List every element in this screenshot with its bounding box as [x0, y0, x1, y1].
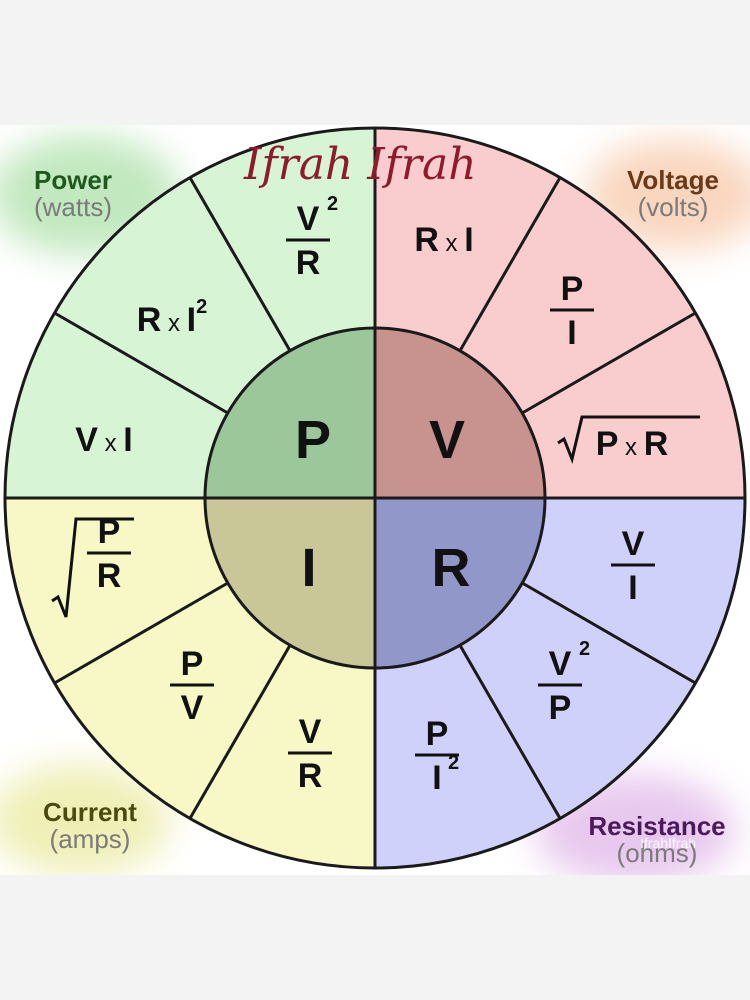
- formula-resistance-p-over-i2-denominator: I: [432, 759, 441, 797]
- formula-current-sqrt-p-over-r-denominator: R: [97, 557, 122, 595]
- formula-voltage-p-over-i-denominator: I: [567, 314, 576, 352]
- formula-resistance-v-over-i-denominator: I: [628, 569, 637, 607]
- current-name: Current: [43, 797, 137, 827]
- inner-ring: [203, 326, 547, 670]
- voltage-name: Voltage: [627, 165, 719, 195]
- voltage-unit: (volts): [637, 192, 709, 223]
- power-unit: (watts): [34, 192, 112, 223]
- center-letter-i: I: [301, 538, 316, 598]
- formula-resistance-p-over-i2-den-exponent: 2: [448, 752, 459, 774]
- resistance-unit: (ohms): [616, 838, 698, 869]
- current-label: Current (amps): [18, 797, 162, 855]
- voltage-inner-sector: [375, 328, 545, 498]
- divider-line: [188, 644, 292, 820]
- formula-power-v2-over-r-numerator: V: [297, 200, 320, 238]
- formula-resistance-v2-over-p-num-exponent: 2: [579, 638, 590, 660]
- formula-resistance-v2-over-p-numerator: V: [549, 645, 572, 683]
- formula-power-v-times-i: V x I: [75, 421, 132, 459]
- center-letter-p: P: [295, 410, 331, 470]
- formula-resistance-v-over-i-numerator: V: [622, 525, 645, 563]
- divider-line: [53, 581, 229, 685]
- center-letter-r: R: [432, 538, 471, 598]
- voltage-label: Voltage (volts): [606, 165, 740, 223]
- formula-resistance-v2-over-p-denominator: P: [549, 689, 572, 727]
- divider-line: [188, 176, 292, 352]
- formula-voltage-sqrt-p-times-r: P x R: [596, 425, 669, 463]
- formula-current-v-over-r-denominator: R: [298, 757, 323, 795]
- current-unit: (amps): [49, 824, 131, 855]
- resistance-inner-sector: [375, 498, 545, 668]
- formula-current-p-over-v-numerator: P: [181, 645, 204, 683]
- center-letter-v: V: [429, 410, 465, 470]
- formula-voltage-r-times-i: R x I: [414, 221, 473, 259]
- formula-power-v2-over-r-denominator: R: [296, 244, 321, 282]
- small-watermark: IfrahIfrah: [640, 835, 697, 851]
- resistance-label: Resistance (ohms): [564, 811, 750, 869]
- formula-power-r-times-i2: R x I2: [137, 296, 207, 339]
- formula-current-p-over-v-denominator: V: [181, 689, 204, 727]
- formula-current-v-over-r-numerator: V: [299, 713, 322, 751]
- divider-line: [458, 176, 562, 352]
- divider-line: [53, 311, 229, 415]
- resistance-name: Resistance: [588, 811, 726, 841]
- outer-ring: [3, 126, 747, 870]
- power-name: Power: [33, 165, 113, 195]
- signature-watermark: Ifrah Ifrah: [244, 139, 477, 190]
- formula-power-v2-over-r-num-exponent: 2: [327, 193, 338, 215]
- divider-line: [521, 311, 697, 415]
- formula-voltage-sqrt-symbol: [557, 415, 700, 464]
- formula-current-sqrt-symbol: [51, 517, 134, 618]
- divider-line: [521, 581, 697, 685]
- power-inner-sector: [205, 328, 375, 498]
- formula-current-sqrt-p-over-r-numerator: P: [98, 513, 121, 551]
- formula-voltage-p-over-i-numerator: P: [561, 270, 584, 308]
- formula-resistance-p-over-i2-numerator: P: [426, 715, 449, 753]
- current-inner-sector: [205, 498, 375, 668]
- power-label: Power (watts): [12, 165, 134, 223]
- divider-line: [458, 644, 562, 820]
